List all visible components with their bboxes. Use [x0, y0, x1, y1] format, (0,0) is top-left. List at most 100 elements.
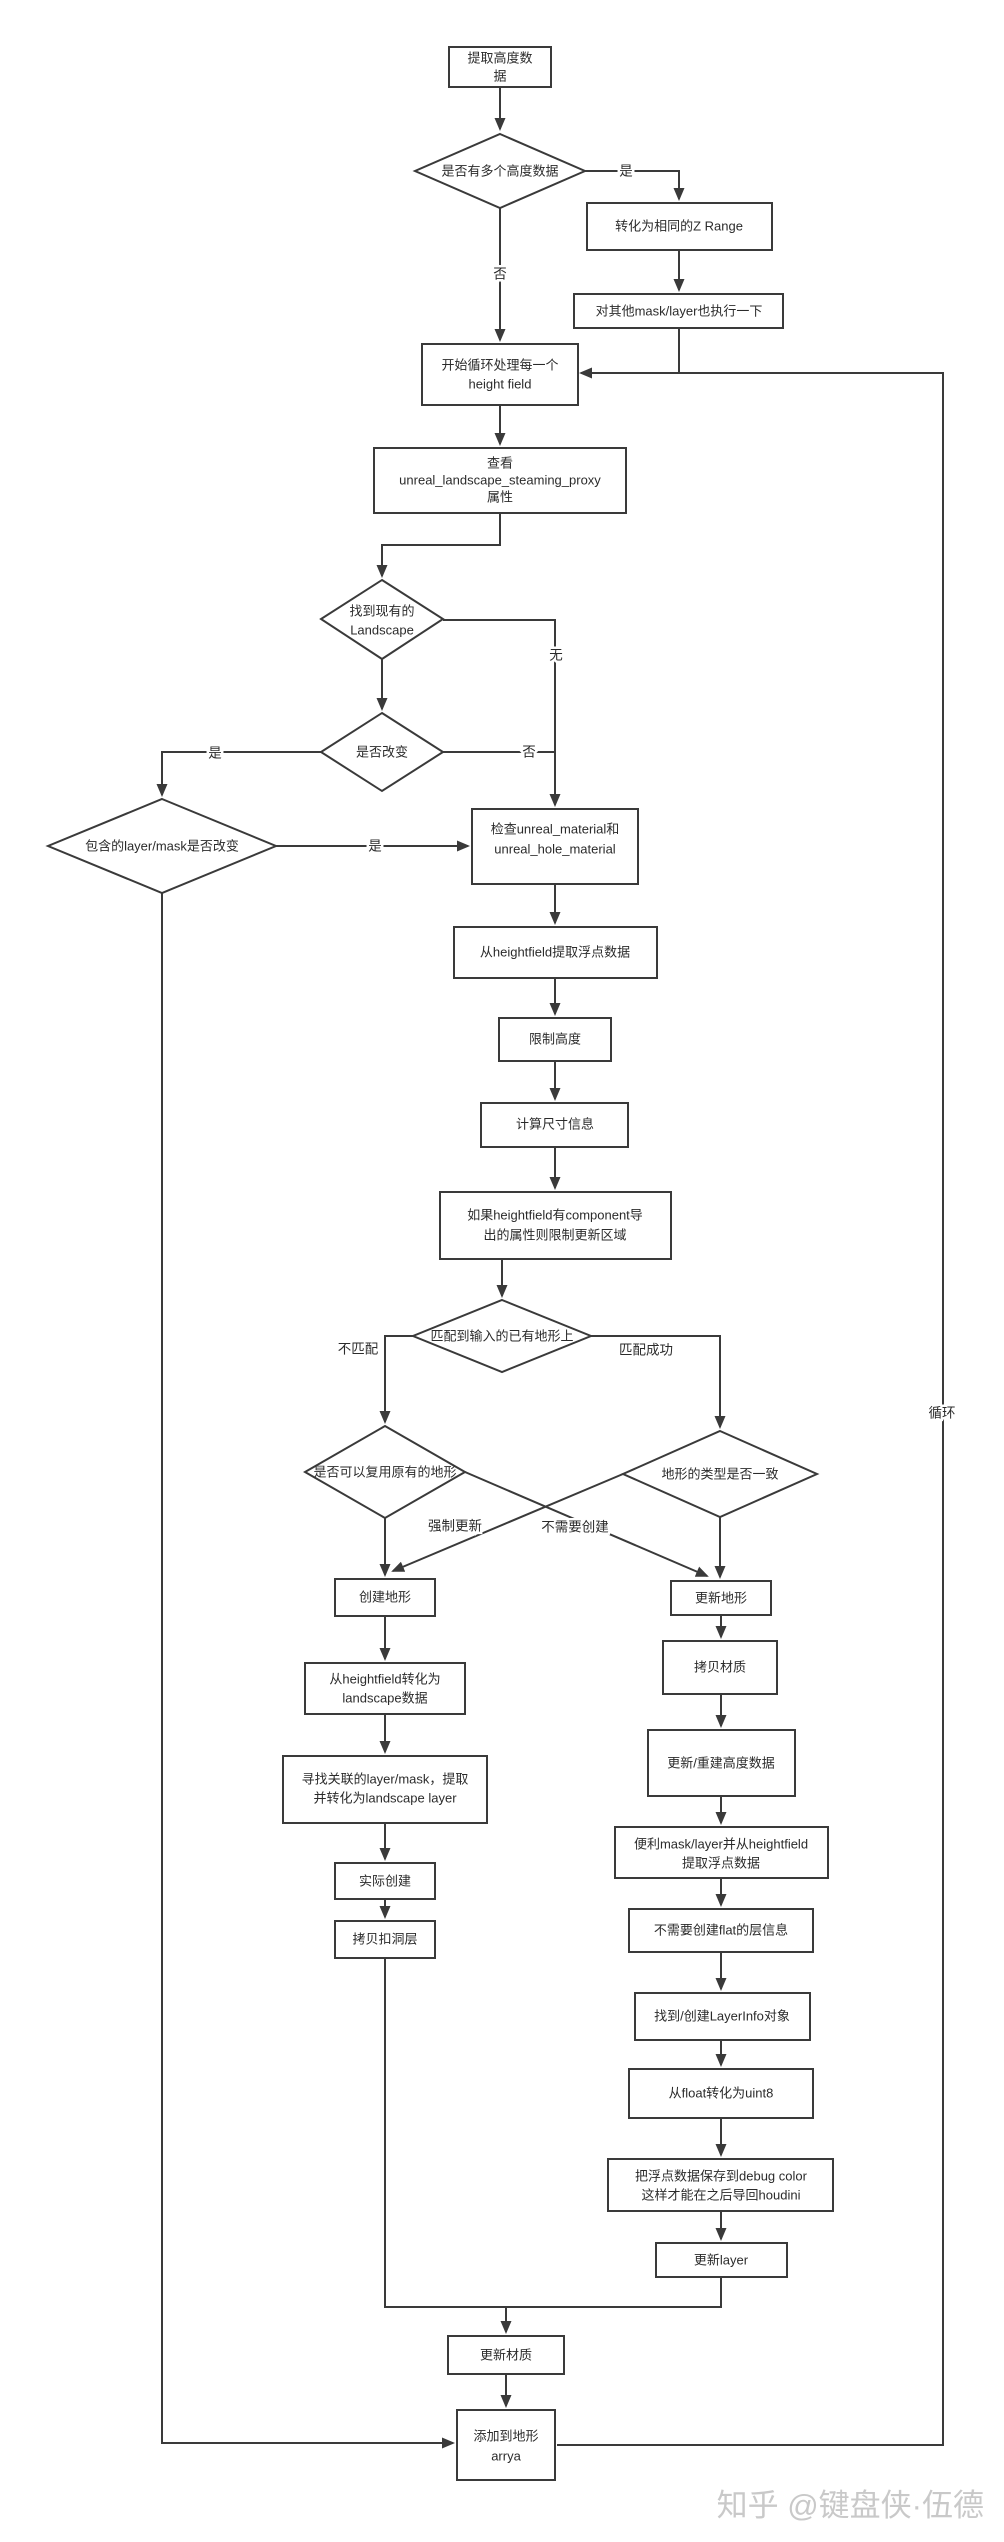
node-terrain-type-match-label: 地形的类型是否一致 [661, 1466, 778, 1481]
node-view-proxy-attr-label3: 属性 [487, 489, 513, 504]
node-terrain-type-match-diamond [620, 1429, 820, 1519]
node-calc-size-info-box [480, 1102, 629, 1148]
edge-none-rail-to-checkmaterials [443, 619, 561, 807]
edge-label-yes-multiple: 是 [619, 164, 633, 179]
node-found-existing-landscape-diamond [319, 578, 445, 661]
node-found-existing-landscape-label2: Landscape [350, 622, 414, 637]
node-is-changed-diamond [319, 711, 445, 793]
edge-updatelayer-merge [506, 2277, 722, 2308]
node-copy-material-label: 拷贝材质 [694, 1659, 746, 1674]
edge-label-loop: 循环 [929, 1406, 956, 1421]
node-layer-mask-changed-label: 包含的layer/mask是否改变 [85, 838, 239, 853]
node-add-to-terrain-array-label: 添加到地形 [473, 2428, 538, 2443]
edge-typematch-force-to-createterrain [391, 1473, 624, 1572]
node-calc-size-info-label: 计算尺寸信息 [516, 1116, 594, 1131]
edge-loop-return [557, 367, 944, 2446]
node-copy-hole-layer-box [334, 1920, 436, 1959]
node-add-to-terrain-array-label2: arrya [491, 2448, 521, 2463]
node-found-existing-landscape-label: 找到现有的 [349, 603, 414, 618]
edge-ischanged-yes-to-layermask [156, 751, 322, 797]
node-limit-height-box [498, 1017, 612, 1062]
node-has-multiple-height-diamond [412, 132, 588, 210]
node-view-proxy-attr-box [373, 447, 627, 514]
node-view-proxy-attr-label2: unreal_landscape_steaming_proxy [399, 472, 601, 487]
edge-layermask-no-to-addarray [161, 893, 455, 2449]
node-component-limit-region-label2: 出的属性则限制更新区域 [483, 1227, 626, 1242]
node-hf-to-landscape-label: 从heightfield转化为 [329, 1671, 440, 1686]
node-update-layer-box [655, 2242, 788, 2278]
node-convert-z-range-label: 转化为相同的Z Range [615, 218, 743, 233]
node-extract-height-label: 提取高度数 [467, 50, 532, 65]
node-find-related-layers-label2: 并转化为landscape layer [313, 1790, 457, 1805]
node-float-to-uint8-box [628, 2068, 814, 2119]
node-extract-height-label2: 据 [493, 68, 506, 83]
node-actual-create-box [334, 1862, 436, 1900]
edge-label-no-need-create: 不需要创建 [541, 1520, 609, 1535]
node-extract-float-data-box [453, 926, 658, 979]
node-update-layer-label: 更新layer [694, 2252, 749, 2267]
node-find-create-layerinfo-label: 找到/创建LayerInfo对象 [654, 2008, 790, 2023]
edge-label-force-update: 强制更新 [428, 1519, 482, 1534]
node-component-limit-region-box [439, 1191, 672, 1260]
node-find-related-layers-box [282, 1755, 488, 1824]
node-rebuild-height-data-label: 更新/重建高度数据 [667, 1755, 775, 1770]
node-loop-each-heightfield-box [421, 343, 579, 406]
node-check-materials-label: 检查unreal_material和 [491, 821, 620, 836]
node-iterate-masks-extract-box [614, 1826, 829, 1879]
edge-label-no-match: 不匹配 [338, 1342, 379, 1357]
node-check-materials-box [471, 808, 639, 885]
node-can-reuse-terrain-label: 是否可以复用原有的地形 [313, 1464, 456, 1479]
node-no-flat-layerinfo-label: 不需要创建flat的层信息 [654, 1922, 788, 1937]
node-extract-height-box [448, 46, 552, 88]
node-rebuild-height-data-box [647, 1729, 796, 1797]
node-iterate-masks-extract-label: 便利mask/layer并从heightfield [634, 1836, 808, 1851]
edge-label-no-multiple: 否 [493, 267, 507, 282]
edge-label-no-changed: 否 [522, 745, 536, 760]
node-create-terrain-box [334, 1578, 436, 1617]
node-apply-other-masks-label: 对其他mask/layer也执行一下 [596, 303, 763, 318]
node-hf-to-landscape-label2: landscape数据 [342, 1690, 427, 1705]
node-match-existing-terrain-diamond [410, 1298, 594, 1374]
node-no-flat-layerinfo-box [628, 1908, 814, 1953]
watermark-zhihu: 知乎 @键盘侠·伍德 [717, 2488, 984, 2523]
node-loop-each-heightfield-label: 开始循环处理每一个 [441, 357, 558, 372]
node-save-debug-color-label2: 这样才能在之后导回houdini [642, 2187, 801, 2202]
node-add-to-terrain-array-box [456, 2409, 556, 2481]
edge-match-success-to-typematch [591, 1335, 726, 1429]
node-hf-to-landscape-box [304, 1662, 466, 1715]
node-update-material-label: 更新材质 [480, 2347, 532, 2362]
node-is-changed-label: 是否改变 [356, 744, 408, 759]
node-copy-hole-layer-label: 拷贝扣洞层 [352, 1931, 417, 1946]
node-save-debug-color-box [607, 2158, 834, 2212]
edge-canreuse-noneed-to-updateterrain [464, 1471, 709, 1577]
node-can-reuse-terrain-diamond [302, 1424, 468, 1520]
node-create-terrain-label: 创建地形 [359, 1589, 411, 1604]
node-apply-other-masks-box [573, 293, 784, 329]
node-save-debug-color-label: 把浮点数据保存到debug color [635, 2168, 808, 2183]
node-loop-each-heightfield-label2: height field [469, 376, 532, 391]
node-update-terrain-box [670, 1580, 772, 1616]
node-check-materials-label2: unreal_hole_material [494, 841, 616, 856]
node-actual-create-label: 实际创建 [359, 1873, 411, 1888]
node-convert-z-range-box [586, 202, 773, 251]
edge-match-nomatch-to-canreuse [379, 1335, 413, 1424]
edge-label-match-success: 匹配成功 [619, 1343, 673, 1358]
node-copy-material-box [662, 1640, 778, 1695]
node-extract-float-data-label: 从heightfield提取浮点数据 [480, 944, 630, 959]
node-iterate-masks-extract-label2: 提取浮点数据 [682, 1855, 760, 1870]
edge-viewproxy-to-foundlandscape [376, 513, 501, 578]
node-find-related-layers-label: 寻找关联的layer/mask，提取 [302, 1771, 469, 1786]
edge-copyhole-merge [384, 1958, 506, 2308]
node-update-terrain-label: 更新地形 [695, 1590, 747, 1605]
node-view-proxy-attr-label: 查看 [487, 455, 513, 470]
node-has-multiple-height-label: 是否有多个高度数据 [441, 163, 558, 178]
node-update-material-box [447, 2335, 565, 2375]
edge-label-yes-layer-changed: 是 [368, 839, 382, 854]
edge-label-none-found: 无 [549, 648, 563, 663]
edge-multiple-yes-to-zrange [585, 170, 685, 201]
node-component-limit-region-label: 如果heightfield有component导 [467, 1207, 643, 1222]
node-layer-mask-changed-diamond [45, 797, 279, 895]
node-find-create-layerinfo-box [634, 1992, 811, 2041]
